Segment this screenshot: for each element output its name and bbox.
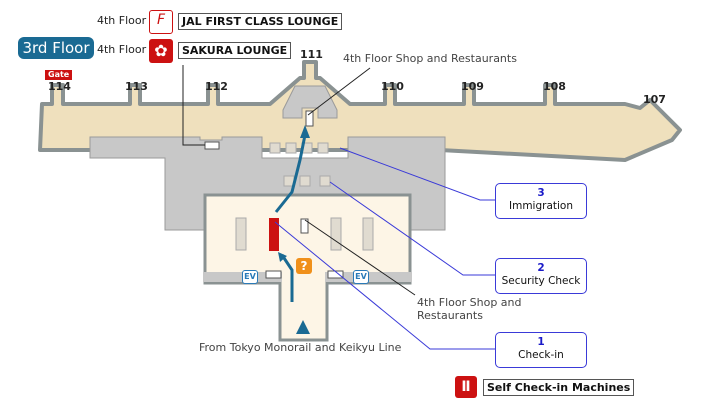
step-number: 3 [537,187,545,199]
lounge-floor-label: 4th Floor [97,14,147,27]
arrow-head [278,252,287,262]
gate-110: 110 [381,80,404,93]
shop-label-line: 4th Floor Shop and [417,296,522,309]
counter [317,142,329,154]
shop-label-bottom: 4th Floor Shop and Restaurants [417,296,522,322]
counter [285,142,297,154]
sakura-lounge-label: SAKURA LOUNGE [178,42,292,59]
route-arrow [274,134,307,302]
step-number: 1 [537,336,545,348]
legend-self-checkin-label: Self Check-in Machines [483,379,635,396]
self-checkin-icon: Ⅱ [455,376,477,398]
counter [330,217,342,251]
entrance-arrow-icon [296,320,310,334]
floor-badge: 3rd Floor [18,37,94,59]
lounge-floor-label: 4th Floor [97,43,147,56]
check-in-counter [269,218,279,251]
central-gray-area [282,85,338,119]
leader-lines [182,65,495,350]
gray-area [89,136,446,231]
gate-108: 108 [543,80,566,93]
concourse [38,60,682,162]
gate-111: 111 [300,48,323,61]
counter [319,175,331,187]
counter [362,217,374,251]
shop-label-line: Restaurants [417,309,483,322]
arrow-head [300,125,310,138]
counter [235,217,247,251]
gate-114: 114 [48,80,71,93]
step-number: 2 [537,262,545,274]
jal-first-class-lounge-label: JAL FIRST CLASS LOUNGE [178,13,343,30]
gate-113: 113 [125,80,148,93]
gate-112: 112 [205,80,228,93]
shop-label-top: 4th Floor Shop and Restaurants [343,52,517,65]
gate-109: 109 [461,80,484,93]
elevator-icon: EV [242,270,258,284]
entrance-label: From Tokyo Monorail and Keikyu Line [199,341,402,354]
counter [299,175,311,187]
step-label: Immigration [509,200,573,212]
sakura-lounge-logo-icon: ✿ [149,39,173,63]
counter [269,142,281,154]
elevator-icon: EV [353,270,369,284]
step-label: Security Check [501,275,581,287]
step-label: Check-in [518,349,564,361]
gate-107: 107 [643,93,666,106]
jal-first-class-logo-icon: F [149,10,173,34]
information-icon: ? [296,258,312,274]
gate-badge: Gate [45,70,73,80]
